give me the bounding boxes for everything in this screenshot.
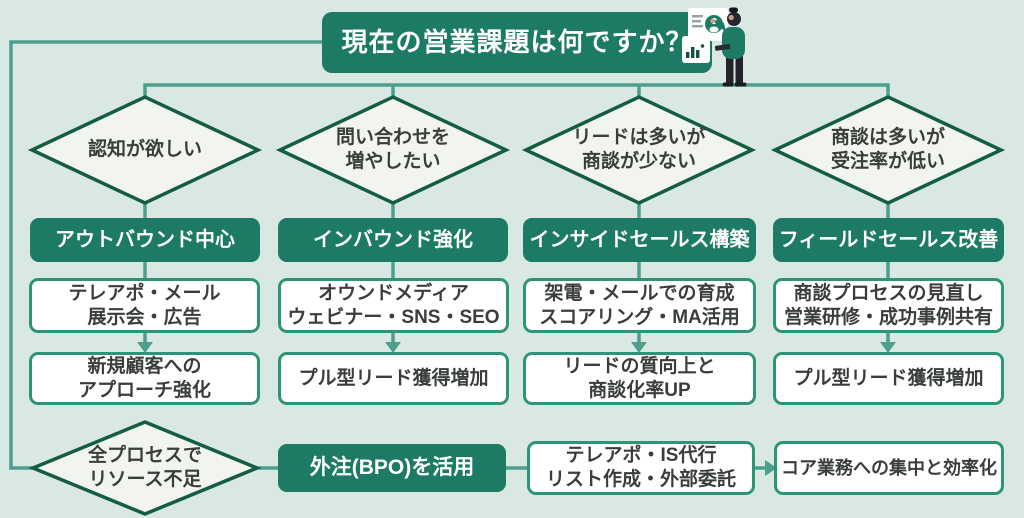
tactics-box-col3: 架電・メールでの育成 スコアリング・MA活用 <box>523 278 756 333</box>
arrow-down-col4 <box>880 342 896 353</box>
outcome-box-bpo: コア業務への集中と効率化 <box>774 441 1004 495</box>
pill-text: 外注(BPO)を活用 <box>309 455 475 479</box>
diamond-leads <box>521 95 757 205</box>
title-node: 現在の営業課題は何ですか？ <box>322 12 712 73</box>
arrow-right-bottom <box>765 460 777 476</box>
box-text: オウンドメディア ウェビナー・SNS・SEO <box>287 282 500 328</box>
diamond-label-leads: リードは多いが 商談が少ない <box>534 97 744 203</box>
diamond-text: リードは多いが 商談が少ない <box>572 127 706 172</box>
outcome-box-col2: プル型リード獲得増加 <box>278 352 509 405</box>
diamond-text: 問い合わせを 増やしたい <box>335 127 450 172</box>
arrow-down-col2 <box>385 342 401 353</box>
tactics-box-col1: テレアポ・メール 展示会・広告 <box>29 278 260 333</box>
bar-chart-card-icon <box>682 36 710 63</box>
box-text: テレアポ・メール 展示会・広告 <box>68 282 221 328</box>
diamond-text: 認知が欲しい <box>87 139 202 161</box>
pill-text: アウトバウンド中心 <box>55 228 235 251</box>
diamond-label-inquiries: 問い合わせを 増やしたい <box>288 97 498 203</box>
arrow-down-col3 <box>631 342 647 353</box>
outcome-box-col4: プル型リード獲得増加 <box>773 352 1004 405</box>
outcome-box-col3: リードの質向上と 商談化率UP <box>523 352 756 405</box>
box-text: プル型リード獲得増加 <box>298 367 489 389</box>
presenter-person-illustration <box>682 7 747 87</box>
pill-text: インバウンド強化 <box>313 228 473 251</box>
box-text: テレアポ・IS代行 リスト作成・外部委託 <box>545 445 736 490</box>
strategy-pill-outbound: アウトバウンド中心 <box>30 218 260 262</box>
pill-text: フィールドセールス改善 <box>778 228 999 251</box>
box-text: プル型リード獲得増加 <box>793 367 984 389</box>
diamond-resources <box>28 420 262 516</box>
diamond-text: 商談は多いが 受注率が低い <box>830 127 945 172</box>
diamond-label-awareness: 認知が欲しい <box>40 97 250 203</box>
arrow-down-col1 <box>137 342 153 353</box>
outcome-box-col1: 新規顧客への アプローチ強化 <box>29 352 260 405</box>
strategy-pill-bpo: 外注(BPO)を活用 <box>278 444 506 492</box>
strategy-pill-field-sales: フィールドセールス改善 <box>773 218 1004 262</box>
presenter-figure <box>710 7 747 87</box>
tactics-box-bpo: テレアポ・IS代行 リスト作成・外部委託 <box>527 441 755 495</box>
box-text: 新規顧客への アプローチ強化 <box>77 355 211 401</box>
tactics-box-col4: 商談プロセスの見直し 営業研修・成功事例共有 <box>773 278 1004 333</box>
connector-distribution <box>143 83 890 99</box>
box-text: リードの質向上と 商談化率UP <box>563 355 716 401</box>
diamond-awareness <box>27 95 263 205</box>
diamond-text: 全プロセスで リソース不足 <box>87 445 202 490</box>
page-title: 現在の営業課題は何ですか？ <box>341 27 693 58</box>
pill-text: インサイドセールス構築 <box>529 228 750 251</box>
diamond-label-deals: 商談は多いが 受注率が低い <box>783 97 993 203</box>
person-avatar-card-icon <box>688 8 728 41</box>
strategy-pill-inside-sales: インサイドセールス構築 <box>523 218 756 262</box>
diamond-label-resources: 全プロセスで リソース不足 <box>45 422 245 514</box>
box-text: コア業務への集中と効率化 <box>781 457 997 478</box>
diamond-inquiries <box>275 95 511 205</box>
diamond-deals <box>770 95 1006 205</box>
connector-left-loop <box>9 40 326 470</box>
tactics-box-col2: オウンドメディア ウェビナー・SNS・SEO <box>278 278 509 333</box>
strategy-pill-inbound: インバウンド強化 <box>278 218 508 262</box>
box-text: 商談プロセスの見直し 営業研修・成功事例共有 <box>783 282 993 328</box>
box-text: 架電・メールでの育成 スコアリング・MA活用 <box>539 282 740 328</box>
